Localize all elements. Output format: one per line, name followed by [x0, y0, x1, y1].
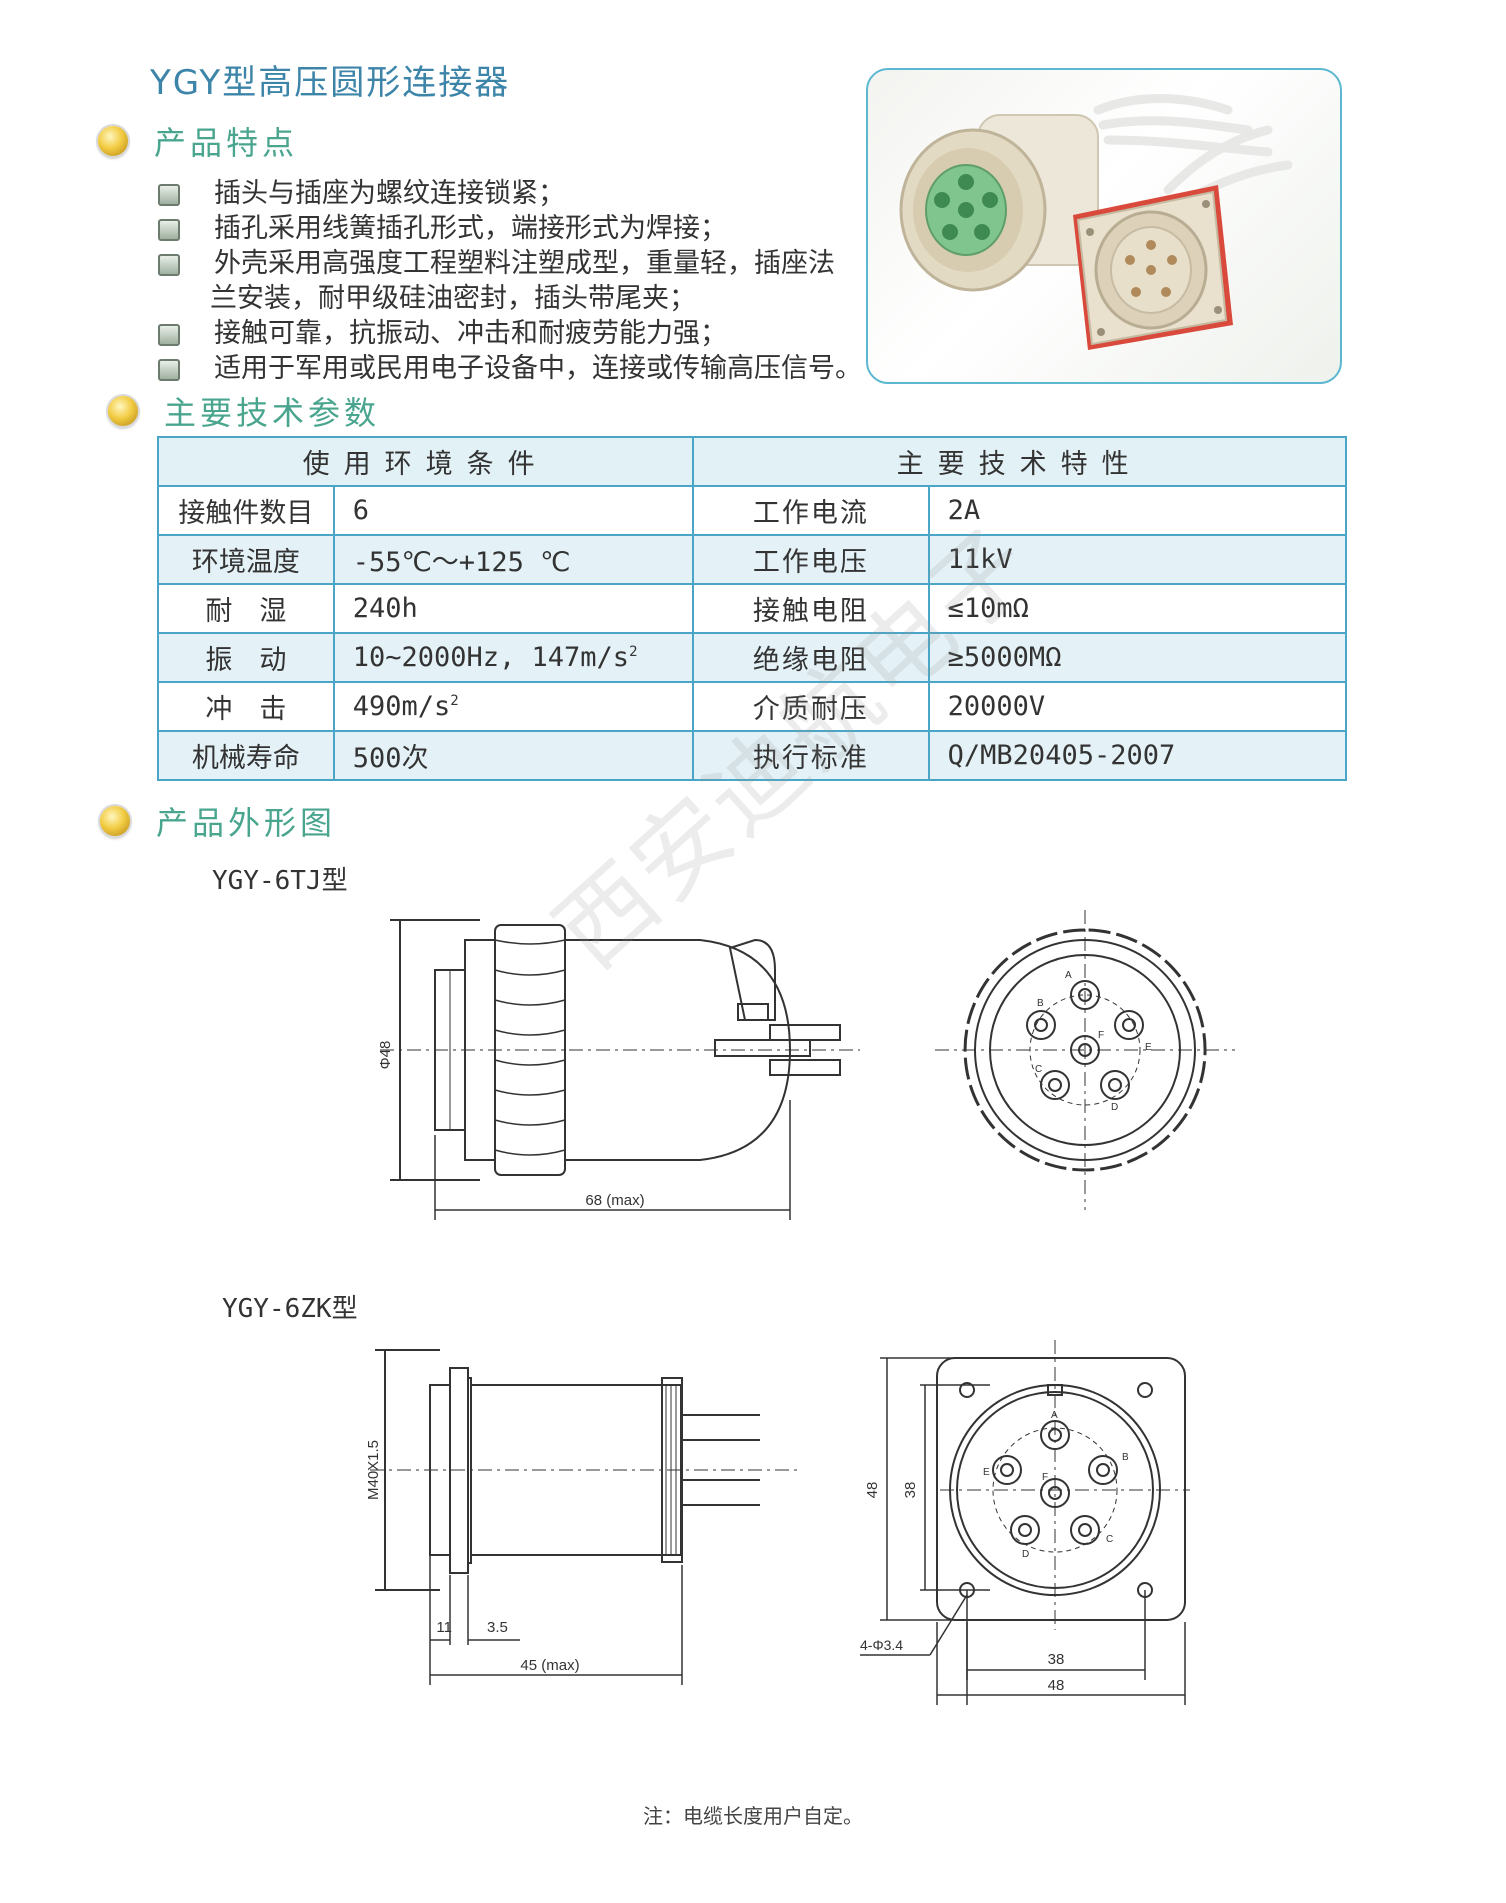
features-section-header: 产品特点 — [98, 118, 298, 164]
tj-length-label: 68 (max) — [585, 1192, 644, 1209]
params-section-header: 主要技术参数 — [108, 388, 380, 434]
feature-item: 接触可靠，抗振动、冲击和耐疲劳能力强； — [158, 316, 862, 351]
feature-item: 适用于军用或民用电子设备中，连接或传输高压信号。 — [158, 351, 862, 386]
features-title: 产品特点 — [154, 124, 299, 162]
zk-48-vertical-label: 48 — [864, 1482, 881, 1499]
svg-text:C: C — [1106, 1534, 1113, 1545]
connector-photo-illustration — [899, 93, 1293, 350]
svg-text:E: E — [983, 1467, 990, 1478]
table-header-characteristics: 主要技术特性 — [692, 436, 1347, 487]
footer-note: 注：电缆长度用户自定。 — [643, 1804, 863, 1828]
bullet-icon — [98, 126, 128, 156]
svg-text:D: D — [1022, 1549, 1029, 1560]
zk-dim-3-5: 3.5 — [487, 1619, 508, 1636]
table-row: 环境温度 -55℃～+125 ℃ 工作电压 11kV — [157, 534, 1348, 585]
bullet-icon — [108, 396, 138, 426]
spec-table: 使用环境条件 主要技术特性 接触件数目 6 工作电流 2A 环境温度 -55℃～… — [156, 436, 1348, 781]
feature-item: 插孔采用线簧插孔形式，端接形式为焊接； — [158, 211, 862, 246]
table-row: 接触件数目 6 工作电流 2A — [157, 485, 1348, 536]
zk-length-label: 45 (max) — [520, 1657, 579, 1674]
zk-48-horizontal-label: 48 — [1048, 1677, 1065, 1694]
square-bullet-icon — [158, 254, 180, 276]
feature-item: 插头与插座为螺纹连接锁紧； — [158, 176, 862, 211]
drawings-section-header: 产品外形图 — [100, 798, 336, 844]
svg-text:C: C — [1035, 1064, 1042, 1075]
table-row: 机械寿命 500次 执行标准 Q/MB20405-2007 — [157, 730, 1348, 781]
model-label-tj: YGY-6TJ型 — [212, 866, 348, 896]
tj-side-view-drawing: Φ48 68 (max) — [377, 919, 860, 1220]
svg-text:A: A — [1065, 970, 1072, 981]
svg-text:E: E — [1145, 1042, 1152, 1053]
square-bullet-icon — [158, 184, 180, 206]
square-bullet-icon — [158, 219, 180, 241]
square-bullet-icon — [158, 324, 180, 346]
page-title: YGY型高压圆形连接器 — [150, 63, 511, 103]
zk-dim-11: 11 — [436, 1619, 452, 1636]
table-header-environment: 使用环境条件 — [156, 436, 695, 487]
params-title: 主要技术参数 — [164, 394, 381, 432]
zk-thread-label: M40X1.5 — [365, 1440, 382, 1500]
zk-holes-label: 4-Φ3.4 — [860, 1637, 903, 1653]
features-list: 插头与插座为螺纹连接锁紧； 插孔采用线簧插孔形式，端接形式为焊接； 外壳采用高强… — [158, 176, 862, 386]
feature-item-continuation: 兰安装，耐甲级硅油密封，插头带尾夹； — [210, 283, 696, 314]
product-photo — [866, 68, 1342, 384]
feature-item: 外壳采用高强度工程塑料注塑成型，重量轻，插座法 — [158, 246, 862, 281]
zk-38-horizontal-label: 38 — [1048, 1651, 1065, 1668]
tj-pin-group — [1026, 980, 1144, 1100]
zk-38-vertical-label: 38 — [902, 1482, 919, 1499]
square-bullet-icon — [158, 359, 180, 381]
drawings-title: 产品外形图 — [156, 804, 337, 842]
svg-text:D: D — [1111, 1102, 1118, 1113]
table-row: 冲 击 490m/s2 介质耐压 20000V — [157, 681, 1348, 732]
svg-text:A: A — [1051, 1410, 1058, 1421]
model-label-zk: YGY-6ZK型 — [222, 1294, 358, 1324]
tj-diameter-label: Φ48 — [377, 1041, 394, 1070]
svg-text:B: B — [1122, 1452, 1129, 1463]
table-row: 振 动 10~2000Hz, 147m/s2 绝缘电阻 ≥5000MΩ — [157, 632, 1348, 683]
svg-text:F: F — [1042, 1472, 1048, 1483]
zk-front-view-drawing: A B E F D C 48 38 4-Φ3.4 38 48 — [860, 1340, 1190, 1705]
bullet-icon — [100, 806, 130, 836]
zk-pin-group — [992, 1420, 1118, 1545]
table-row: 耐 湿 240h 接触电阻 ≤10mΩ — [157, 583, 1348, 634]
tj-front-view-drawing: A B F E C D — [935, 910, 1235, 1210]
svg-text:B: B — [1037, 998, 1044, 1009]
zk-side-view-drawing: M40X1.5 11 3.5 45 (max) — [365, 1349, 800, 1685]
svg-text:F: F — [1098, 1030, 1104, 1041]
